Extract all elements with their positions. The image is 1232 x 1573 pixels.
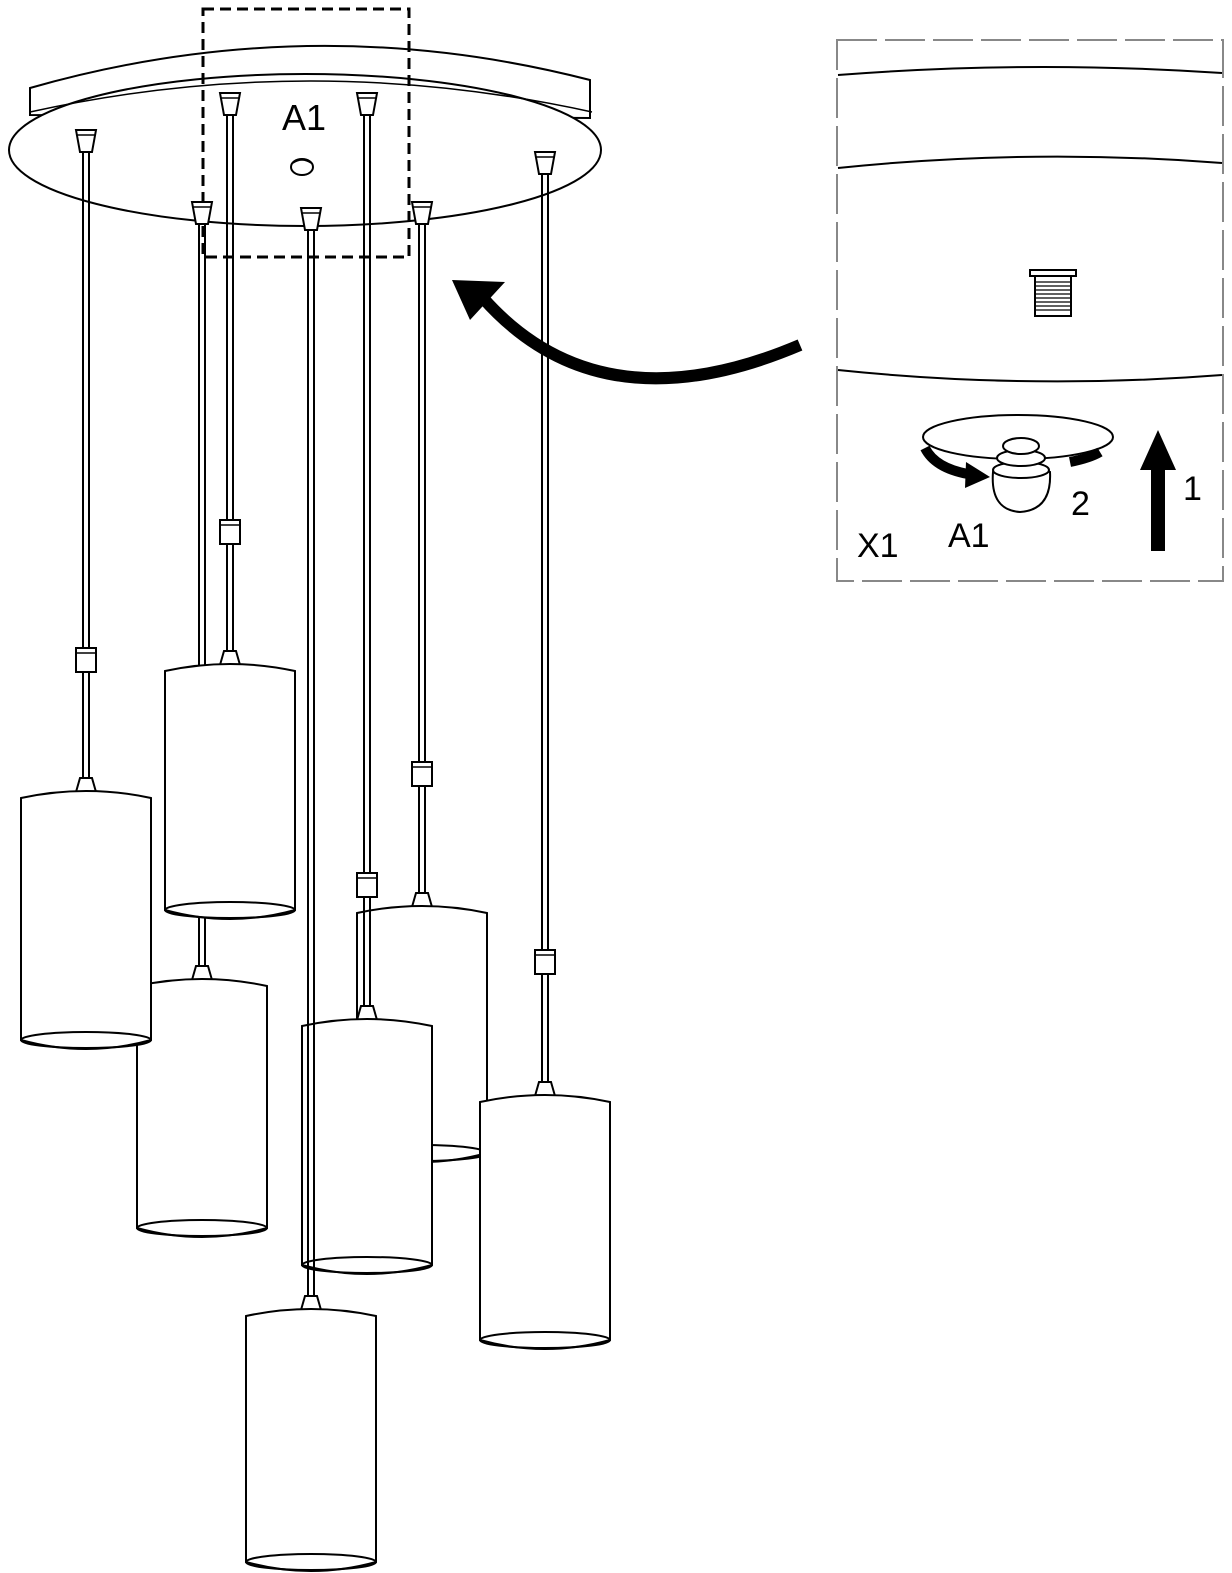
pendant-1 (20, 129, 152, 1050)
detail-view: X1 A1 2 1 (836, 39, 1224, 582)
a1-knob (991, 437, 1052, 514)
canopy-fixing-hole (290, 158, 314, 176)
step-2-label: 2 (1071, 485, 1090, 523)
pendant-4 (245, 207, 377, 1572)
ceiling-canopy (8, 44, 602, 227)
pendant-group (20, 92, 611, 1572)
detail-view-label: X1 (857, 527, 899, 565)
curved-arrow-icon (452, 280, 803, 385)
callout-label: A1 (282, 97, 326, 138)
step-1-label: 1 (1183, 470, 1202, 508)
callout-box (201, 7, 411, 259)
up-arrow-icon (1140, 430, 1176, 551)
pendant-7 (479, 151, 611, 1350)
pendant-5 (301, 92, 433, 1275)
pendant-3 (164, 92, 296, 920)
detail-part-label: A1 (948, 517, 990, 555)
threaded-insert (1029, 269, 1077, 317)
